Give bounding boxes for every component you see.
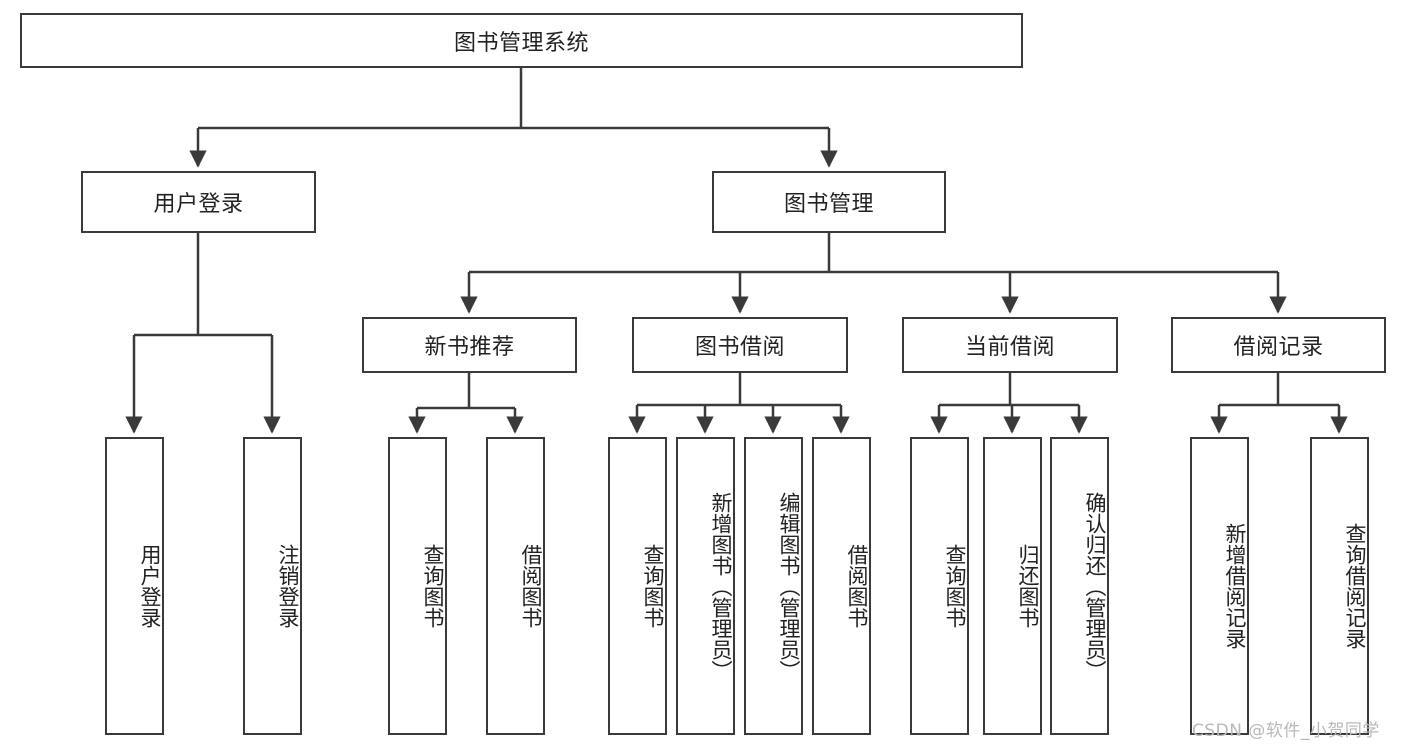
node-book-borrow-label: 图书借阅	[694, 335, 785, 360]
leaf-query-book-recommend-label: 查询图书	[421, 544, 445, 628]
leaf-query-book-borrow[interactable]: 查询图书	[608, 437, 667, 735]
leaf-borrow-book[interactable]: 借阅图书	[812, 437, 871, 735]
leaf-confirm-return-admin-label: 确认归还（管理员）	[1083, 491, 1107, 681]
leaf-confirm-return-admin[interactable]: 确认归还（管理员）	[1050, 437, 1109, 735]
leaf-query-borrow-record-label: 查询借阅记录	[1343, 523, 1367, 649]
leaf-query-book-recommend[interactable]: 查询图书	[388, 437, 447, 735]
leaf-borrow-book-label: 借阅图书	[845, 544, 869, 628]
node-new-book-recommend-label: 新书推荐	[424, 335, 515, 360]
leaf-query-book-current-label: 查询图书	[943, 544, 967, 628]
leaf-borrow-book-recommend[interactable]: 借阅图书	[486, 437, 545, 735]
node-book-management[interactable]: 图书管理	[712, 171, 946, 233]
leaf-return-book-label: 归还图书	[1016, 544, 1040, 628]
node-user-login[interactable]: 用户登录	[81, 171, 316, 233]
node-new-book-recommend[interactable]: 新书推荐	[362, 317, 577, 373]
leaf-user-logout-label: 注销登录	[276, 544, 300, 628]
node-book-management-label: 图书管理	[783, 192, 874, 217]
node-book-borrow[interactable]: 图书借阅	[632, 317, 848, 373]
node-borrow-record[interactable]: 借阅记录	[1171, 317, 1386, 373]
node-current-borrow-label: 当前借阅	[964, 335, 1055, 360]
leaf-query-book-current[interactable]: 查询图书	[910, 437, 969, 735]
leaf-user-logout[interactable]: 注销登录	[243, 437, 302, 735]
leaf-add-book-admin-label: 新增图书（管理员）	[709, 491, 733, 681]
leaf-borrow-book-recommend-label: 借阅图书	[519, 544, 543, 628]
leaf-add-borrow-record-label: 新增借阅记录	[1223, 523, 1247, 649]
leaf-return-book[interactable]: 归还图书	[983, 437, 1042, 735]
leaf-user-login-label: 用户登录	[138, 544, 162, 628]
node-root-label: 图书管理系统	[453, 30, 589, 56]
leaf-query-borrow-record[interactable]: 查询借阅记录	[1310, 437, 1369, 735]
leaf-query-book-borrow-label: 查询图书	[641, 544, 665, 628]
node-root[interactable]: 图书管理系统	[20, 13, 1023, 68]
leaf-edit-book-admin[interactable]: 编辑图书（管理员）	[744, 437, 803, 735]
node-borrow-record-label: 借阅记录	[1233, 335, 1324, 360]
leaf-edit-book-admin-label: 编辑图书（管理员）	[777, 491, 801, 681]
leaf-add-book-admin[interactable]: 新增图书（管理员）	[676, 437, 735, 735]
leaf-user-login[interactable]: 用户登录	[105, 437, 164, 735]
node-current-borrow[interactable]: 当前借阅	[902, 317, 1118, 373]
leaf-add-borrow-record[interactable]: 新增借阅记录	[1190, 437, 1249, 735]
node-user-login-label: 用户登录	[153, 192, 244, 217]
